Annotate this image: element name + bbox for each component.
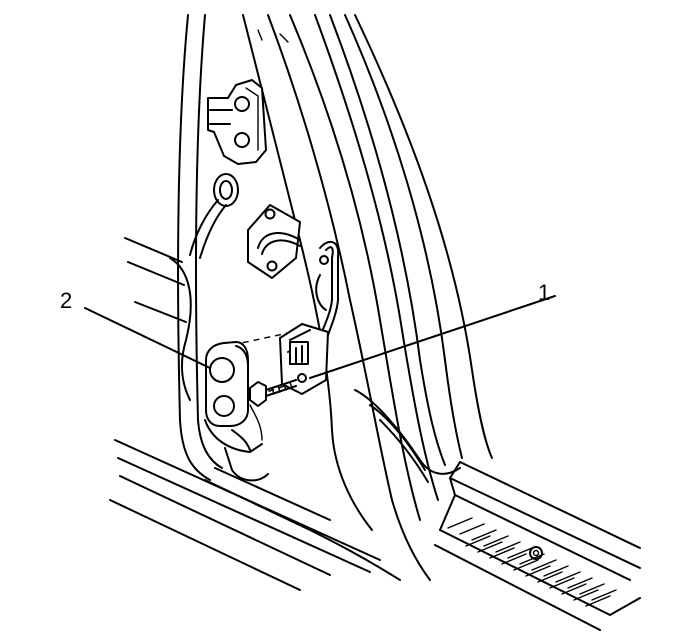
upper-hinge [207, 79, 267, 165]
door-striker [247, 204, 301, 279]
scuff-plate-screw-icon [529, 546, 543, 560]
callout-1: 1 [538, 280, 550, 305]
wheel-arch-lines [354, 389, 461, 483]
harness-grommet [189, 173, 239, 259]
callout-2: 2 [60, 288, 72, 313]
scuff-plate [434, 461, 641, 631]
door-jamb-switch [205, 341, 249, 427]
bracket-bolt [249, 379, 297, 407]
leader-line-1 [309, 295, 556, 379]
door-edge [124, 237, 192, 401]
rocker-sill [109, 439, 401, 591]
lower-pillar [204, 404, 269, 482]
leader-lines [84, 295, 556, 379]
pillar-contour-lines [177, 14, 493, 581]
leader-line-2 [84, 307, 211, 369]
scuff-plate-ribs [447, 517, 617, 607]
